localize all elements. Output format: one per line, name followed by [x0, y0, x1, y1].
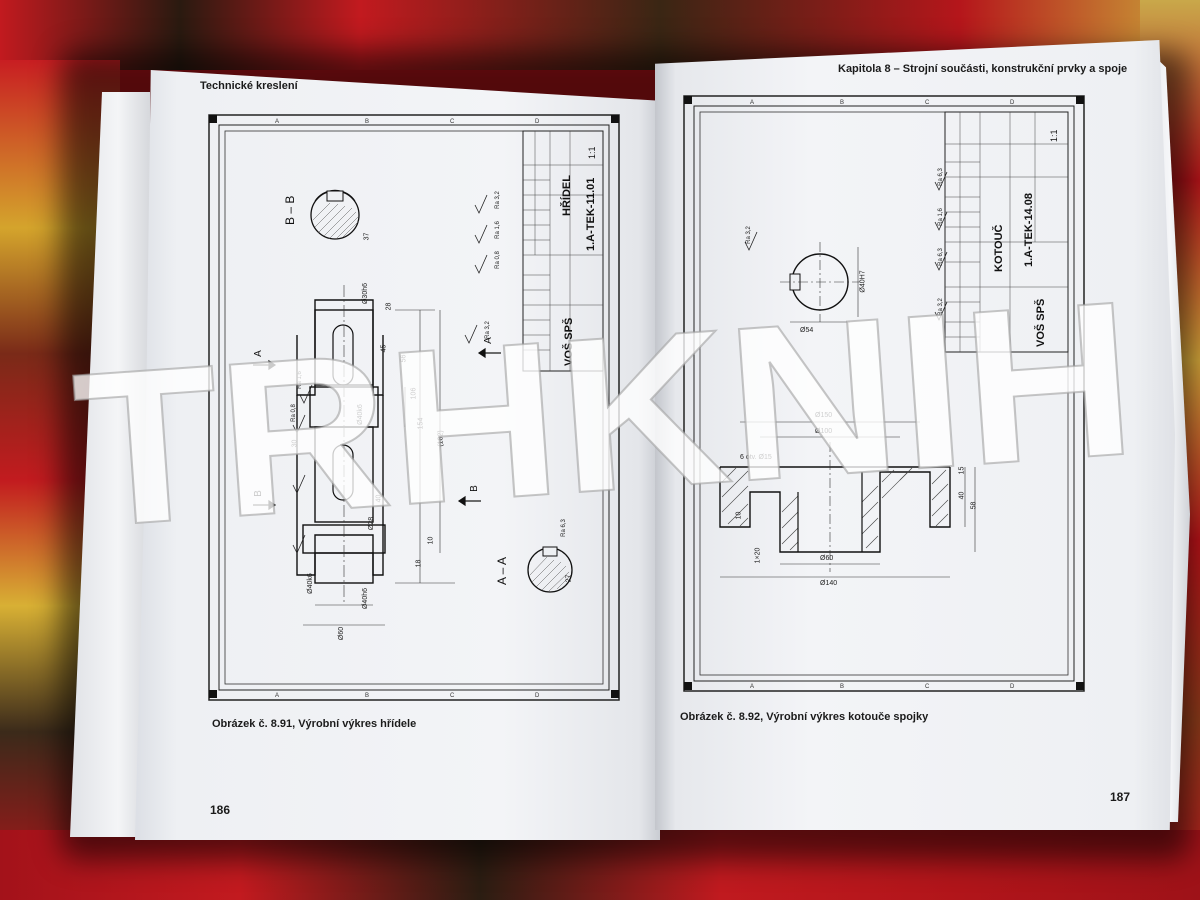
roughness-label: Ra 6,3 — [937, 168, 944, 186]
part-name: HŘÍDEL — [561, 175, 573, 216]
right-running-head: Kapitola 8 – Strojní součásti, konstrukč… — [838, 63, 1128, 75]
part-name: KOTOUČ — [993, 224, 1005, 272]
svg-text:C: C — [925, 100, 930, 106]
roughness-label: Ra 1,6 — [937, 208, 944, 226]
scale: 1:1 — [587, 146, 597, 159]
svg-text:C: C — [925, 684, 930, 690]
scale: 1:1 — [1049, 129, 1059, 142]
svg-text:B: B — [840, 684, 844, 690]
left-page-number: 186 — [210, 803, 231, 817]
right-page-number: 187 — [1110, 790, 1131, 804]
dim-label: Ø54 — [800, 327, 814, 334]
left-running-head: Technické kreslení — [200, 80, 298, 92]
svg-text:D: D — [1010, 100, 1015, 106]
right-caption: Obrázek č. 8.92, Výrobní výkres kotouče … — [680, 711, 929, 723]
right-drawing: A B C D A B C D Ø150 Ø100 Ø40H7 Ø60 Ø140 40 58… — [680, 82, 1090, 697]
roughness-label: Ra 0,8 — [494, 251, 501, 269]
drawing-number: 1.A-TEK-14.08 — [1023, 193, 1035, 267]
svg-text:B: B — [365, 119, 369, 125]
svg-text:B: B — [365, 693, 369, 699]
dim-label: Ø150 — [815, 412, 833, 419]
dim-label: Ø100 — [815, 428, 833, 435]
svg-text:C: C — [450, 119, 455, 125]
svg-text:A: A — [275, 693, 279, 699]
dim-label: Ø140 — [820, 580, 838, 587]
disc-drawing-svg: A B C D A B C D — [683, 95, 1085, 692]
svg-text:A: A — [750, 684, 754, 690]
svg-text:A: A — [275, 119, 279, 125]
dim-label: Ø60 — [820, 555, 834, 562]
left-caption: Obrázek č. 8.91, Výrobní výkres hřídele — [212, 718, 417, 730]
svg-text:A: A — [750, 100, 754, 106]
drawing-number: 1.A-TEK-11.01 — [585, 177, 597, 251]
shaft-drawing-svg: A B C D A B C D — [208, 114, 620, 701]
dim-label: 6 otv. Ø15 — [740, 454, 772, 461]
roughness-label: Ra 3,2 — [494, 191, 501, 209]
svg-text:B: B — [840, 100, 844, 106]
roughness-label: Ra 3,2 — [745, 226, 752, 244]
roughness-label: Ra 1,6 — [494, 221, 501, 239]
roughness-label: Ra 6,3 — [937, 248, 944, 266]
right-dimension-labels: Ø150 Ø100 Ø40H7 Ø60 Ø140 40 58 15 6 otv.… — [680, 82, 1090, 697]
svg-text:C: C — [450, 693, 455, 699]
left-page — [135, 70, 660, 840]
watermark-text: TRHKNIH — [67, 285, 1142, 555]
svg-text:D: D — [535, 693, 540, 699]
svg-text:D: D — [535, 119, 540, 125]
watermark-overlay: TRHKNIH — [66, 285, 1143, 555]
right-page — [655, 40, 1175, 830]
svg-text:D: D — [1010, 684, 1015, 690]
